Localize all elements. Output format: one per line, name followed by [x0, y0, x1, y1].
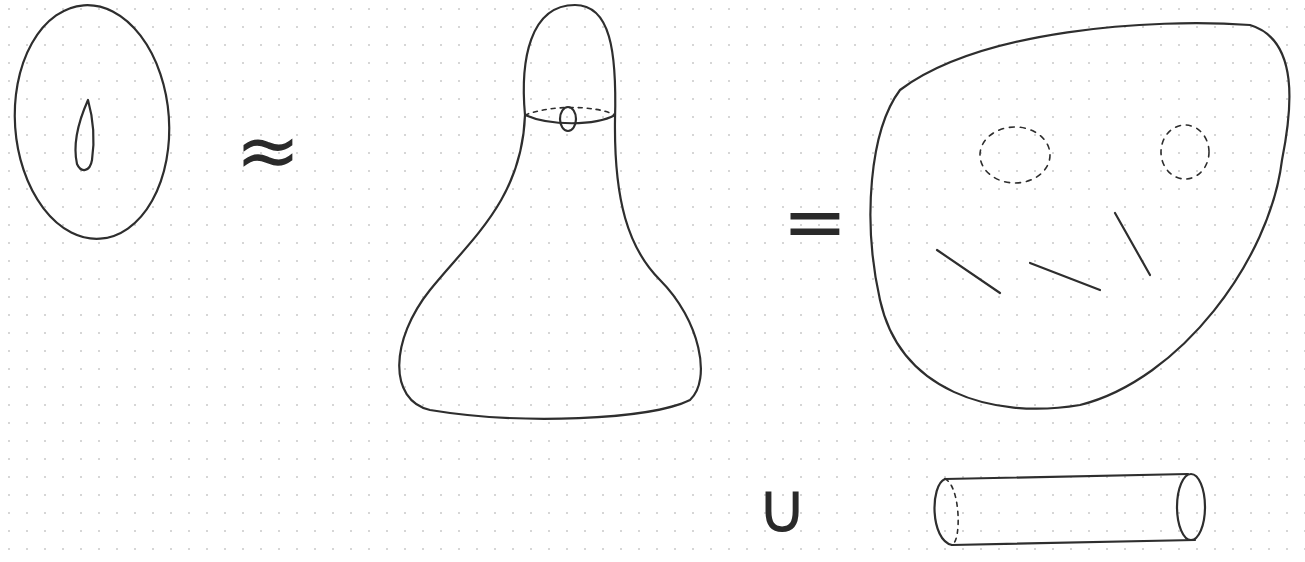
torus-drawing	[7, 0, 177, 244]
handle-surface-drawing	[399, 5, 701, 419]
cylinder-drawing	[935, 474, 1205, 545]
relation-symbol: ≈	[235, 111, 300, 189]
relation-symbol: =	[782, 183, 847, 261]
two-holed-surface-drawing	[870, 23, 1289, 408]
relation-symbol: ∪	[756, 473, 807, 543]
